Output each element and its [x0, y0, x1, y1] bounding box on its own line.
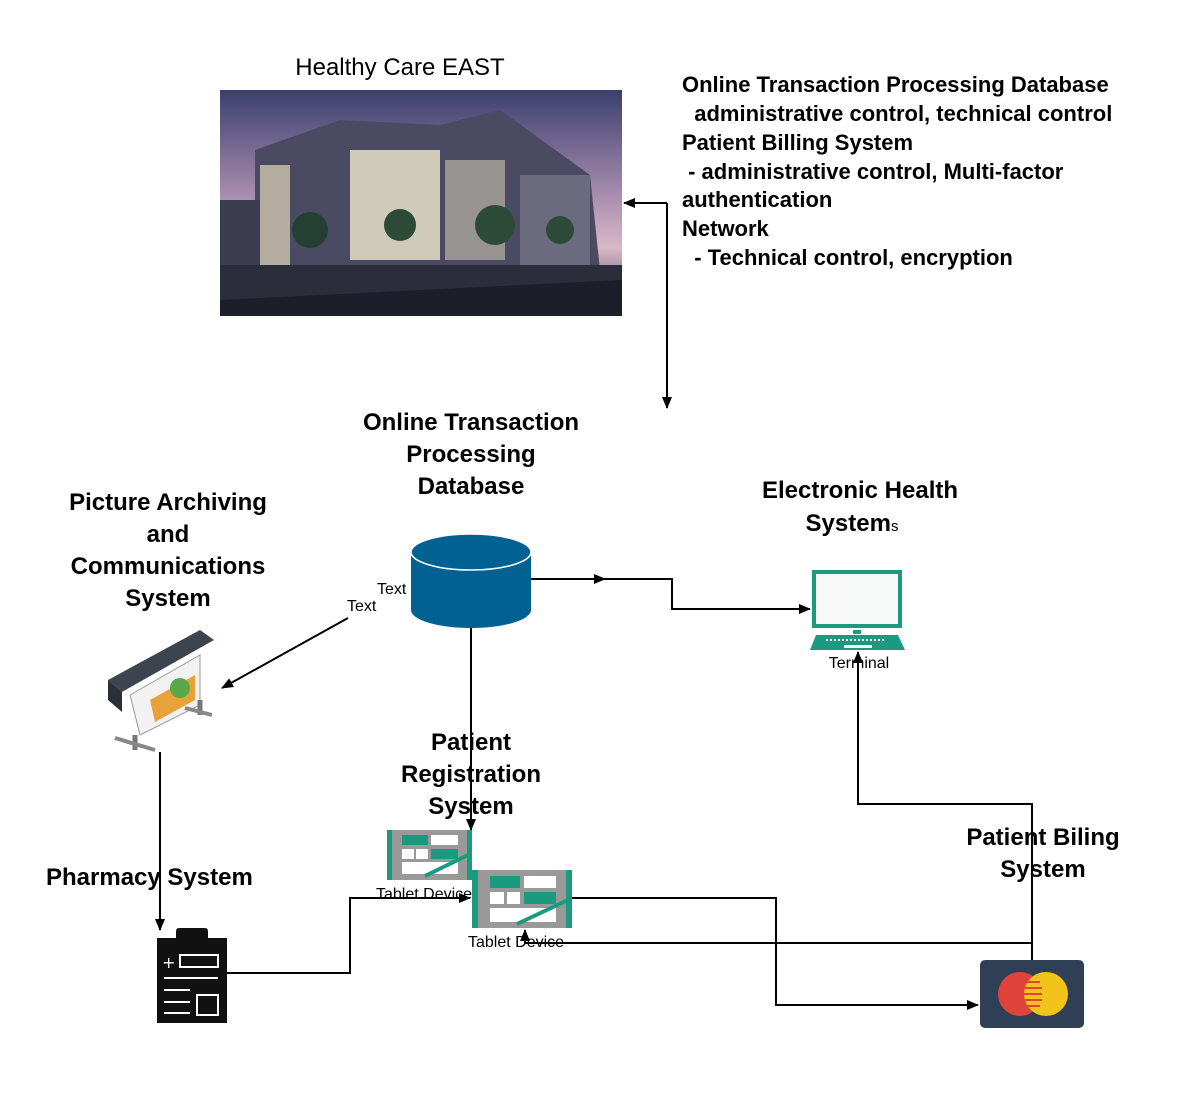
- svg-text:Systems: Systems: [806, 510, 899, 537]
- svg-text:Communications: Communications: [71, 553, 266, 580]
- svg-text:Patient: Patient: [431, 729, 511, 756]
- svg-text:System: System: [428, 793, 513, 820]
- tablet-device-icon[interactable]: [472, 870, 572, 928]
- svg-text:Picture Archiving: Picture Archiving: [69, 489, 267, 516]
- svg-text:Patient Billing System: Patient Billing System: [682, 130, 913, 155]
- svg-text:Tablet Device: Tablet Device: [468, 934, 564, 951]
- svg-text:and: and: [147, 521, 190, 548]
- title: Healthy Care EAST: [295, 54, 505, 81]
- ehs-node: Electronic Health Systems Terminal: [762, 477, 958, 672]
- svg-text:System: System: [1000, 856, 1085, 883]
- svg-text:+: +: [162, 953, 175, 972]
- svg-text:Tablet Device: Tablet Device: [376, 886, 472, 903]
- otp-database-node: Online Transaction Processing Database T…: [347, 409, 579, 628]
- svg-text:Online Transaction Processing: Online Transaction Processing Database: [682, 72, 1109, 97]
- pacs-node: Picture Archiving and Communications Sys…: [69, 489, 267, 752]
- terminal-laptop-icon[interactable]: [810, 570, 905, 650]
- connector-tablet-to-billing: [572, 897, 979, 1010]
- ehs-label-main: System: [806, 510, 891, 537]
- connector-billing-to-terminal: [853, 651, 1033, 960]
- hospital-building-photo: [220, 90, 622, 316]
- svg-text:Patient Biling: Patient Biling: [966, 824, 1119, 851]
- ehs-label-small: s: [891, 518, 899, 535]
- pharmacy-node: Pharmacy System +: [46, 864, 253, 1023]
- svg-text:Registration: Registration: [401, 761, 541, 788]
- svg-text:Text: Text: [377, 581, 407, 598]
- svg-text:Processing: Processing: [406, 441, 535, 468]
- tablet-device-icon[interactable]: [387, 830, 472, 880]
- svg-text:System: System: [125, 585, 210, 612]
- svg-text:- Technical control, encryptio: - Technical control, encryption: [682, 245, 1013, 270]
- svg-text:administrative control, techni: administrative control, technical contro…: [682, 101, 1112, 126]
- svg-text:Online Transaction: Online Transaction: [363, 409, 579, 436]
- svg-text:Electronic Health: Electronic Health: [762, 477, 958, 504]
- billing-node: Patient Biling System: [966, 824, 1120, 1028]
- svg-text:- administrative control, Mult: - administrative control, Multi-factor: [682, 159, 1064, 184]
- database-cylinder-icon: [410, 533, 532, 628]
- connector-db-to-pacs: [221, 617, 349, 689]
- security-notes: Online Transaction Processing Database a…: [682, 72, 1112, 270]
- connector-pharmacy-to-tablet: [227, 893, 471, 974]
- svg-text:Terminal: Terminal: [829, 655, 889, 672]
- plotter-printer-icon: [108, 630, 214, 752]
- connectors: [155, 198, 1033, 1010]
- svg-text:Pharmacy System: Pharmacy System: [46, 864, 253, 891]
- connector-db-to-ehs: [605, 578, 811, 614]
- svg-text:authentication: authentication: [682, 187, 832, 212]
- connector-billing-to-tablet: [520, 929, 1032, 944]
- credit-card-icon: [980, 960, 1084, 1028]
- svg-text:Network: Network: [682, 216, 770, 241]
- registration-node: Patient Registration System Tablet Devic…: [376, 729, 572, 951]
- clipboard-icon: +: [157, 928, 227, 1023]
- svg-text:Database: Database: [418, 473, 525, 500]
- svg-text:Text: Text: [347, 598, 377, 615]
